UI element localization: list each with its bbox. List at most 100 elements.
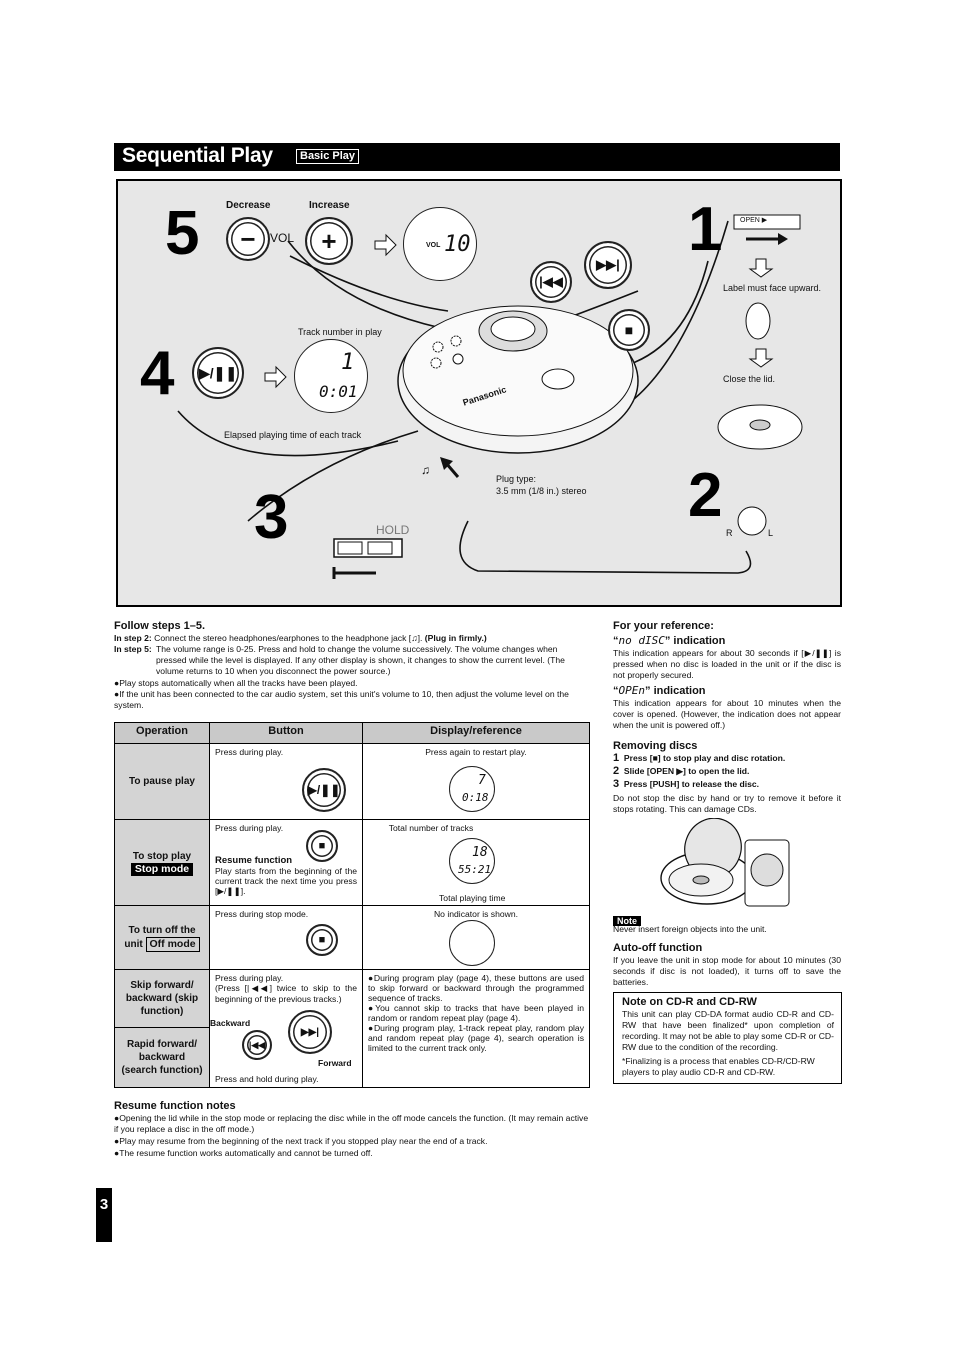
backward-label: Backward bbox=[210, 1018, 251, 1028]
stop-lcd: 18 55:21 bbox=[449, 838, 495, 884]
step2-bold: (Plug in firmly.) bbox=[424, 633, 487, 643]
disp-off-text: No indicator is shown. bbox=[433, 909, 519, 919]
skip-back-button[interactable]: |◀◀ bbox=[530, 261, 572, 303]
play-pause-button[interactable]: ▶/❚❚ bbox=[192, 347, 244, 399]
open-title: indication bbox=[653, 685, 706, 697]
open-heading: “OPEn” indication bbox=[613, 684, 706, 697]
op-search: Rapid forward/ backward (search function… bbox=[114, 1027, 210, 1088]
row-search: Rapid forward/ backward (search function… bbox=[114, 1027, 590, 1088]
btn-skip-text: Press during play. bbox=[215, 973, 284, 983]
skip-forward-button[interactable]: ▶▶| bbox=[584, 241, 632, 289]
off-mode-badge: Off mode bbox=[145, 936, 200, 952]
pause-button-icon[interactable]: ▶/❚❚ bbox=[302, 768, 346, 812]
btn-off-text: Press during stop mode. bbox=[215, 909, 309, 919]
disp-pause-cell: Press again to restart play. 7 0:18 bbox=[362, 743, 590, 820]
step5-label: In step 5: bbox=[114, 644, 152, 654]
track-display: 1 0:01 bbox=[294, 339, 368, 413]
removing-step-1: 1 Press [■] to stop play and disc rotati… bbox=[613, 752, 786, 764]
cdr-footnote: *Finalizing is a process that enables CD… bbox=[622, 1056, 815, 1077]
btn-skip-cell: Press during play. (Press [|◀◀] twice to… bbox=[209, 969, 363, 1088]
minus-icon: − bbox=[240, 223, 256, 254]
volume-display: VOL 10 bbox=[403, 207, 477, 281]
pause-lcd-track: 7 bbox=[478, 773, 486, 788]
time-display-value: 0:01 bbox=[319, 382, 358, 401]
skip-note-1: ●During program play (page 4), these but… bbox=[368, 973, 584, 1003]
pause-lcd-time: 0:18 bbox=[462, 791, 489, 804]
step-2-number: 2 bbox=[688, 461, 723, 530]
decrease-label: Decrease bbox=[226, 200, 271, 211]
total-time-label: Total playing time bbox=[439, 893, 506, 903]
op-pause: To pause play bbox=[114, 743, 210, 820]
btn-off-cell: Press during stop mode. ■ bbox=[209, 905, 363, 970]
step2-text: Connect the stereo headphones/earphones … bbox=[154, 633, 423, 643]
stop-lcd-time: 55:21 bbox=[458, 863, 492, 876]
skip-forward-icon: ▶▶| bbox=[596, 257, 620, 272]
open-lcd: OPEn bbox=[618, 684, 646, 697]
removing-step-2-text: Slide [OPEN ▶] to open the lid. bbox=[623, 766, 750, 776]
nodisc-heading: “no dISC” indication bbox=[613, 634, 726, 647]
skip-notes-cell: ●During program play (page 4), these but… bbox=[362, 969, 590, 1088]
stop-button-icon[interactable]: ■ bbox=[306, 830, 338, 862]
follow-steps-title: Follow steps 1–5. bbox=[114, 620, 206, 632]
skip-back-icon: |◀◀ bbox=[248, 1039, 266, 1050]
btn-pause-cell: Press during play. ▶/❚❚ bbox=[209, 743, 363, 820]
increase-label: Increase bbox=[309, 200, 350, 211]
disp-stop-cell: Total number of tracks 18 55:21 Total pl… bbox=[362, 819, 590, 906]
op-skip: Skip forward/ backward (skip function) bbox=[114, 969, 210, 1028]
skip-note-2: ●You cannot skip to tracks that have bee… bbox=[368, 1003, 584, 1023]
volume-up-button[interactable]: + bbox=[305, 217, 353, 265]
stop-button-icon-off[interactable]: ■ bbox=[306, 924, 338, 956]
step-4-number: 4 bbox=[140, 339, 175, 408]
basic-play-tag: Basic Play bbox=[296, 149, 360, 164]
resume-note-3: ●The resume function works automatically… bbox=[114, 1148, 373, 1158]
stop-lcd-tracks: 18 bbox=[472, 845, 488, 860]
headphone-icon: ♫ bbox=[421, 463, 430, 477]
op-off: To turn off the unit Off mode bbox=[114, 905, 210, 970]
follow-bullet-2: ●If the unit has been connected to the c… bbox=[114, 689, 569, 710]
hold-label: HOLD bbox=[376, 523, 410, 537]
stop-icon: ■ bbox=[318, 934, 326, 946]
removing-step-3: 3 Press [PUSH] to release the disc. bbox=[613, 778, 760, 790]
resume-note-2: ●Play may resume from the beginning of t… bbox=[114, 1136, 488, 1146]
skip-note-3: ●During program play, 1-track repeat pla… bbox=[368, 1023, 584, 1053]
disp-pause-text: Press again to restart play. bbox=[425, 747, 527, 757]
header-display: Display/reference bbox=[362, 722, 590, 744]
nodisc-text: This indication appears for about 30 sec… bbox=[613, 648, 841, 680]
removing-warning: Do not stop the disc by hand or try to r… bbox=[613, 793, 841, 814]
volume-down-button[interactable]: − bbox=[226, 217, 270, 261]
left-ear-label: L bbox=[768, 528, 774, 538]
row-off: To turn off the unit Off mode Press duri… bbox=[114, 905, 590, 970]
removing-title: Removing discs bbox=[613, 740, 698, 752]
resume-function-text: Play starts from the beginning of the cu… bbox=[215, 866, 357, 896]
btn-skip-text-2: (Press [|◀◀] twice to skip to the beginn… bbox=[215, 983, 357, 1004]
header-operation: Operation bbox=[114, 722, 210, 744]
play-pause-icon: ▶/❚❚ bbox=[198, 364, 238, 381]
step5-text: The volume range is 0-25. Press and hold… bbox=[156, 644, 565, 676]
disc-removal-illustration bbox=[660, 818, 790, 907]
off-lcd bbox=[449, 920, 495, 966]
skip-back-button-table[interactable]: |◀◀ bbox=[242, 1030, 272, 1060]
disp-off-cell: No indicator is shown. bbox=[362, 905, 590, 970]
forward-label: Forward bbox=[318, 1058, 352, 1068]
vol-display-label: VOL bbox=[426, 242, 441, 249]
stop-button[interactable]: ■ bbox=[608, 309, 650, 351]
step2-label: In step 2: bbox=[114, 633, 152, 643]
stop-mode-badge: Stop mode bbox=[130, 862, 194, 876]
row-stop: To stop play Stop mode Press during play… bbox=[114, 819, 590, 906]
op-stop: To stop play Stop mode bbox=[114, 819, 210, 906]
open-slider-label[interactable]: OPEN ▶ bbox=[740, 217, 768, 224]
note-text: Never insert foreign objects into the un… bbox=[613, 924, 767, 934]
plus-icon: + bbox=[321, 225, 337, 256]
cdr-text: This unit can play CD-DA format audio CD… bbox=[622, 1009, 834, 1052]
note-tag: Note bbox=[613, 916, 641, 926]
track-number-label: Track number in play bbox=[298, 327, 382, 337]
op-stop-text: To stop play bbox=[132, 850, 192, 862]
removing-step-1-text: Press [■] to stop play and disc rotation… bbox=[623, 753, 786, 763]
btn-stop-text: Press during play. bbox=[215, 823, 284, 833]
nodisc-lcd: no dISC bbox=[618, 634, 665, 647]
play-pause-icon: ▶/❚❚ bbox=[307, 783, 341, 797]
skip-forward-button-table[interactable]: ▶▶| bbox=[288, 1010, 332, 1054]
press-hold-text: Press and hold during play. bbox=[215, 1074, 319, 1084]
removing-step-3-text: Press [PUSH] to release the disc. bbox=[623, 779, 760, 789]
diagram-lines bbox=[177, 214, 803, 579]
